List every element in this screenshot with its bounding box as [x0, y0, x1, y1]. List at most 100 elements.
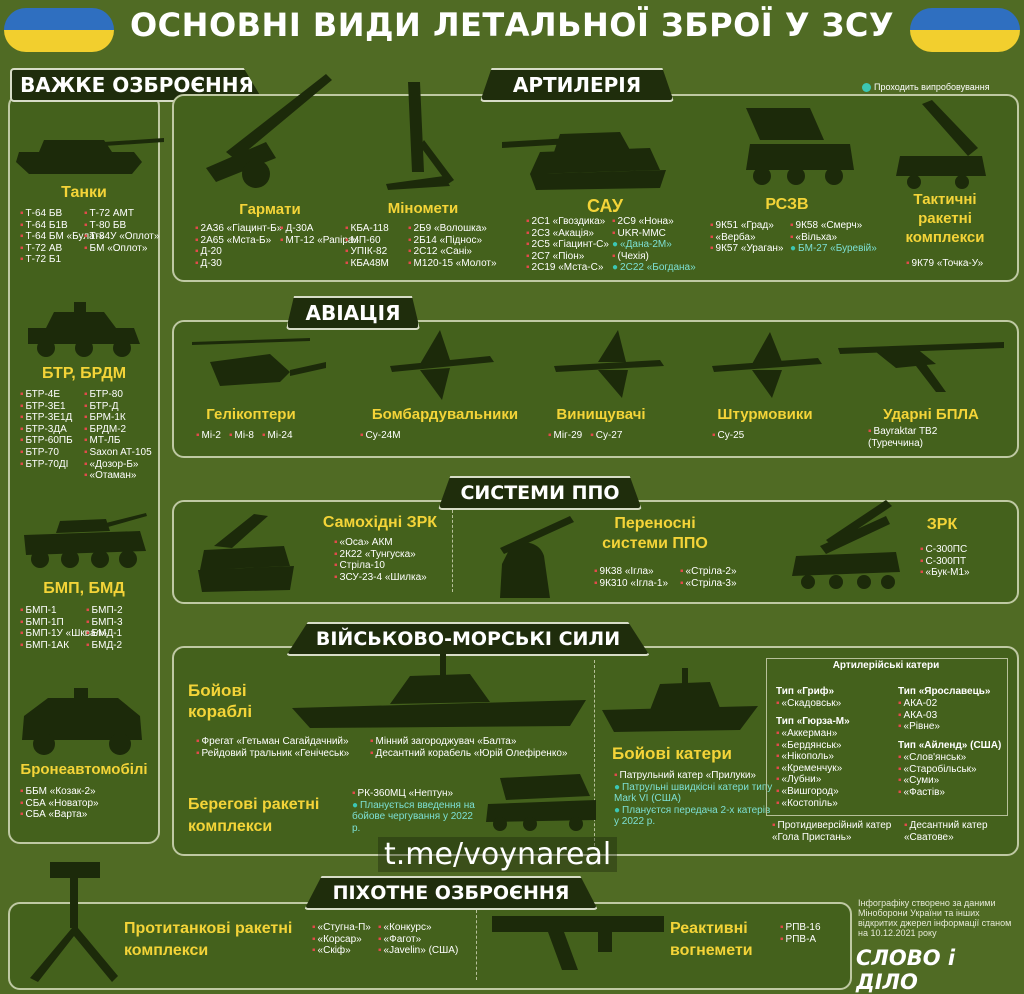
page-title: ОСНОВНІ ВИДИ ЛЕТАЛЬНОЇ ЗБРОЇ У ЗСУ — [129, 6, 895, 44]
list-item: ▪Д-30 — [195, 257, 222, 269]
list-item: ▪«Слов'янськ» — [898, 752, 967, 763]
combat-boats-list: ▪Патрульний катер «Прилуки»●Патрульні шв… — [614, 770, 774, 828]
mortars-title: Міномети — [387, 200, 459, 217]
list-item: ▪С-300ПТ — [920, 555, 967, 567]
warships-title: Бойові кораблі — [188, 681, 253, 721]
list-item: ▪«Бердянськ» — [776, 739, 842, 751]
ifv-icon — [24, 513, 147, 568]
bombers-title: Бомбардувальники — [371, 406, 519, 423]
list-item: ▪Saxon AT-105 — [84, 446, 152, 458]
list-item: ▪Т-84У «Оплот» — [84, 231, 160, 243]
yurza-type: Тип «Гюрза-М» — [776, 716, 850, 727]
fighter-icon — [554, 330, 664, 398]
list-item: ▪«Конкурс» — [378, 922, 432, 933]
fighters-list: ▪Міг-29▪Су-27 — [548, 430, 622, 442]
list-item: ▪Т-64 БМ «Булат» — [20, 231, 105, 243]
griff-list: ▪«Скадовськ» — [776, 698, 841, 710]
list-item: ●БМ-27 «Буревій» — [790, 243, 877, 255]
list-item: ▪БМ «Оплот» — [84, 242, 148, 254]
list-item: ▪РК-360МЦ «Нептун» — [352, 788, 454, 799]
apc-title: БТР, БРДМ — [41, 365, 127, 382]
infantry-panel — [8, 902, 852, 990]
list-item: ●«Дана-2М» — [612, 239, 672, 251]
list-item: ▪АКА-03 — [898, 709, 938, 721]
warships-list-1: ▪Фрегат «Гетьман Сагайдачний»▪Рейдовий т… — [196, 736, 349, 759]
list-item: ▪Мі-8 — [229, 430, 254, 441]
griff-type: Тип «Гриф» — [776, 686, 835, 697]
list-item: ▪«Вишгород» — [776, 785, 839, 797]
list-item: ▪БРМ-1К — [84, 412, 126, 424]
brand-logo: СЛОВО і ДІЛО — [856, 946, 956, 994]
list-item: ▪БТР-70ДІ — [20, 458, 69, 470]
list-item: ▪9К38 «Ігла» — [594, 566, 654, 577]
uav-list: ▪Bayraktar TB2 (Туреччина) — [868, 426, 978, 449]
list-item: ▪«Нікополь» — [776, 751, 834, 763]
tanks-list-1: ▪Т-64 БВ▪Т-64 Б1В▪Т-64 БМ «Булат»▪Т-72 А… — [20, 208, 105, 266]
list-item: ▪УПІК-82 — [345, 246, 388, 258]
infantry-header: ПІХОТНЕ ОЗБРОЄННЯ — [304, 876, 598, 910]
list-item: ▪Т-72 АМТ — [84, 208, 134, 219]
list-item: ▪Су-24М — [360, 430, 401, 441]
flamethrowers-title: Реактивні вогнемети — [670, 920, 753, 959]
flamethrower-icon — [492, 916, 664, 970]
attack-aircraft-list: ▪Су-25 — [712, 430, 744, 442]
list-item: ●Планується введення на бойове чергуванн… — [352, 799, 475, 834]
list-item: ▪«Скіф» — [312, 945, 351, 957]
anti-sabotage-boat: ▪Протидиверсійний катер «Гола Пристань» — [772, 820, 902, 843]
flamethrowers-list: ▪РПВ-16▪РПВ-А — [780, 922, 821, 945]
list-item: ▪БМП-1 — [20, 605, 57, 616]
list-item: ▪9К51 «Град» — [710, 220, 774, 231]
sp-sam-title: Самохідні ЗРК — [322, 514, 438, 531]
list-item: ▪БМП-1АК — [20, 639, 70, 651]
info-icon — [862, 83, 871, 93]
sam-icon — [792, 500, 900, 589]
list-item: ▪2С9 «Нона» — [612, 216, 674, 227]
mlrs-list-1: ▪9К51 «Град»▪«Верба»▪9К57 «Ураган» — [710, 220, 784, 255]
list-item: ▪«Стріла-3» — [680, 577, 737, 589]
list-item: ▪КБА48М — [345, 257, 389, 269]
list-item: ▪БРДМ-2 — [84, 423, 127, 435]
tactical-missile-icon — [896, 100, 986, 189]
tactical-missiles-title: Тактичні ракетні комплекси — [905, 191, 985, 246]
sau-list-1: ▪2С1 «Гвоздика»▪2С3 «Акація»▪2С5 «Гіацин… — [526, 216, 609, 274]
list-item: ▪КБА-118 — [345, 223, 389, 234]
list-item: ▪«Аккерман» — [776, 728, 838, 739]
list-item: ▪БМД-1 — [86, 628, 123, 640]
atgm-list-1: ▪«Стугна-П»▪«Корсар»▪«Скіф» — [312, 922, 371, 957]
helicopter-icon — [192, 338, 326, 386]
ifv-list-1: ▪БМП-1▪БМП-1П▪БМП-1У «Шквал»▪БМП-1АК — [20, 605, 107, 651]
list-item: ▪UKR-MMC — [612, 227, 666, 239]
list-item: ▪«Корсар» — [312, 933, 362, 945]
list-item: ▪9К310 «Ігла-1» — [594, 577, 669, 589]
list-item: ▪СБА «Новатор» — [20, 797, 99, 809]
atgm-title: Протитанкові ракетні комплекси — [124, 920, 293, 959]
list-item: ▪«Кременчук» — [776, 762, 843, 774]
list-item: ▪БТР-3ДА — [20, 423, 67, 435]
guns-title: Гармати — [239, 201, 301, 218]
manpads-list-2: ▪«Стріла-2»▪«Стріла-3» — [680, 566, 737, 589]
helicopters-list: ▪Мі-2▪Мі-8▪Мі-24 — [196, 430, 293, 442]
list-item: ▪БМП-2 — [86, 605, 123, 616]
list-item: ▪Стріла-10 — [334, 560, 385, 572]
manpads-icon — [500, 516, 574, 598]
sp-sam-icon — [198, 514, 294, 592]
list-item: ▪2С5 «Гіацинт-С» — [526, 239, 609, 251]
list-item: ▪«Рівне» — [898, 721, 940, 733]
yurza-list: ▪«Аккерман»▪«Бердянськ»▪«Нікополь»▪«Крем… — [776, 728, 842, 809]
list-item: ▪Патрульний катер «Прилуки» — [614, 770, 756, 781]
list-item: ▪Т-72 АВ — [20, 242, 63, 254]
coastal-missiles-list: ▪РК-360МЦ «Нептун»●Планується введення н… — [352, 788, 482, 834]
mortars-list-1: ▪КБА-118▪МП-60▪УПІК-82▪КБА48М — [345, 223, 389, 269]
yaroslav-list: ▪АКА-02▪АКА-03▪«Рівне» — [898, 698, 940, 733]
list-item: ▪БТР-70 — [20, 446, 59, 458]
list-item: ▪2К22 «Тунгуска» — [334, 548, 416, 560]
list-item: ▪БТР-80 — [84, 389, 123, 400]
manpads-title: Переносні системи ППО — [602, 515, 708, 552]
attack-aircraft-title: Штурмовики — [717, 406, 813, 423]
patrol-boat-icon — [602, 668, 758, 732]
apc-list-2: ▪БТР-80▪БТР-Д▪БРМ-1К▪БРДМ-2▪МТ-ЛБ▪Saxon … — [84, 389, 152, 482]
list-item: ▪2С12 «Сані» — [408, 246, 472, 258]
sam-list: ▪С-300ПС▪С-300ПТ▪«Бук-М1» — [920, 544, 970, 579]
list-item: ▪БМП-1П — [20, 616, 64, 628]
list-item: ▪«Старобільськ» — [898, 763, 977, 775]
